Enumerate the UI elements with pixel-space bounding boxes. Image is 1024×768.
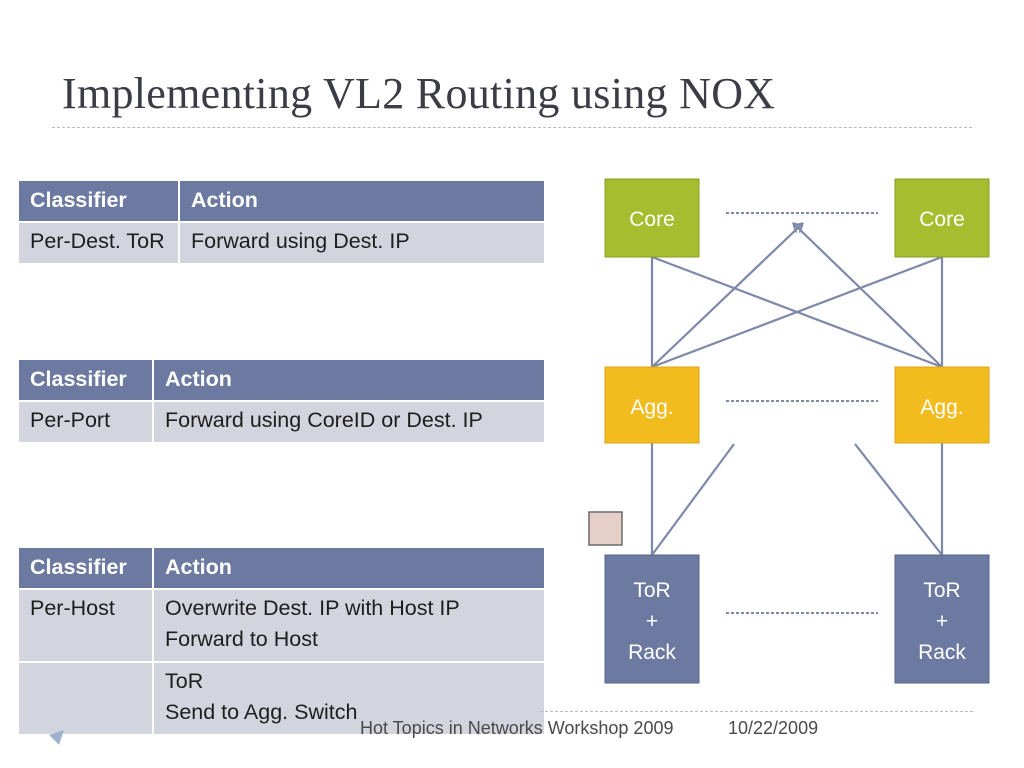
core-switch-right: Core — [894, 178, 990, 258]
slide-title: Implementing VL2 Routing using NOX — [62, 69, 776, 118]
path-arrow-right — [794, 224, 943, 368]
link-tor-left-partial — [651, 443, 735, 556]
header-action: Action — [152, 546, 546, 590]
classifier-cell: Per-Host — [17, 588, 154, 663]
action-cell: Forward using Dest. IP — [178, 221, 546, 265]
agg-switch-right: Agg. — [894, 366, 990, 444]
tor-rack-left: ToR + Rack — [604, 554, 700, 684]
header-classifier: Classifier — [17, 358, 154, 402]
agg-left-label: Agg. — [630, 396, 673, 419]
path-arrow-left — [651, 224, 802, 368]
rule-table-3: Classifier Action Per-Host Overwrite Des… — [17, 546, 546, 736]
table-row: ToR Send to Agg. Switch — [17, 661, 546, 736]
title-divider — [52, 127, 972, 128]
table-header-row: Classifier Action — [17, 358, 546, 402]
header-action: Action — [178, 179, 546, 223]
tor-rack-right: ToR + Rack — [894, 554, 990, 684]
link-tor-right-partial — [854, 443, 943, 556]
rule-table-2: Classifier Action Per-Port Forward using… — [17, 358, 546, 444]
tor-left-label-line3: Rack — [628, 641, 676, 664]
table-header-row: Classifier Action — [17, 546, 546, 590]
packet-square — [588, 511, 623, 546]
header-classifier: Classifier — [17, 546, 154, 590]
footer-date: 10/22/2009 — [728, 718, 819, 738]
rule-table-1: Classifier Action Per-Dest. ToR Forward … — [17, 179, 546, 265]
footer-text: Hot Topics in Networks Workshop 2009 — [360, 718, 674, 738]
agg-right-label: Agg. — [920, 396, 963, 419]
tor-right-label-line3: Rack — [918, 641, 966, 664]
table-row: Per-Port Forward using CoreID or Dest. I… — [17, 400, 546, 444]
tor-left-label-line2: + — [646, 610, 658, 633]
core-right-label: Core — [919, 208, 965, 231]
core-switch-left: Core — [604, 178, 700, 258]
classifier-cell — [17, 661, 154, 736]
header-classifier: Classifier — [17, 179, 180, 223]
action-cell: ToR Send to Agg. Switch — [152, 661, 546, 736]
table-row: Per-Host Overwrite Dest. IP with Host IP… — [17, 588, 546, 663]
core-left-label: Core — [629, 208, 675, 231]
link-core-left-agg-right — [651, 255, 943, 369]
table-row: Per-Dest. ToR Forward using Dest. IP — [17, 221, 546, 265]
tor-left-label-line1: ToR — [633, 579, 670, 602]
action-cell: Forward using CoreID or Dest. IP — [152, 400, 546, 444]
action-cell: Overwrite Dest. IP with Host IP Forward … — [152, 588, 546, 663]
tor-right-label-line2: + — [936, 610, 948, 633]
tor-right-label-line1: ToR — [923, 579, 960, 602]
table-header-row: Classifier Action — [17, 179, 546, 223]
footer-divider — [540, 711, 973, 712]
classifier-cell: Per-Dest. ToR — [17, 221, 180, 265]
header-action: Action — [152, 358, 546, 402]
classifier-cell: Per-Port — [17, 400, 154, 444]
agg-switch-left: Agg. — [604, 366, 700, 444]
